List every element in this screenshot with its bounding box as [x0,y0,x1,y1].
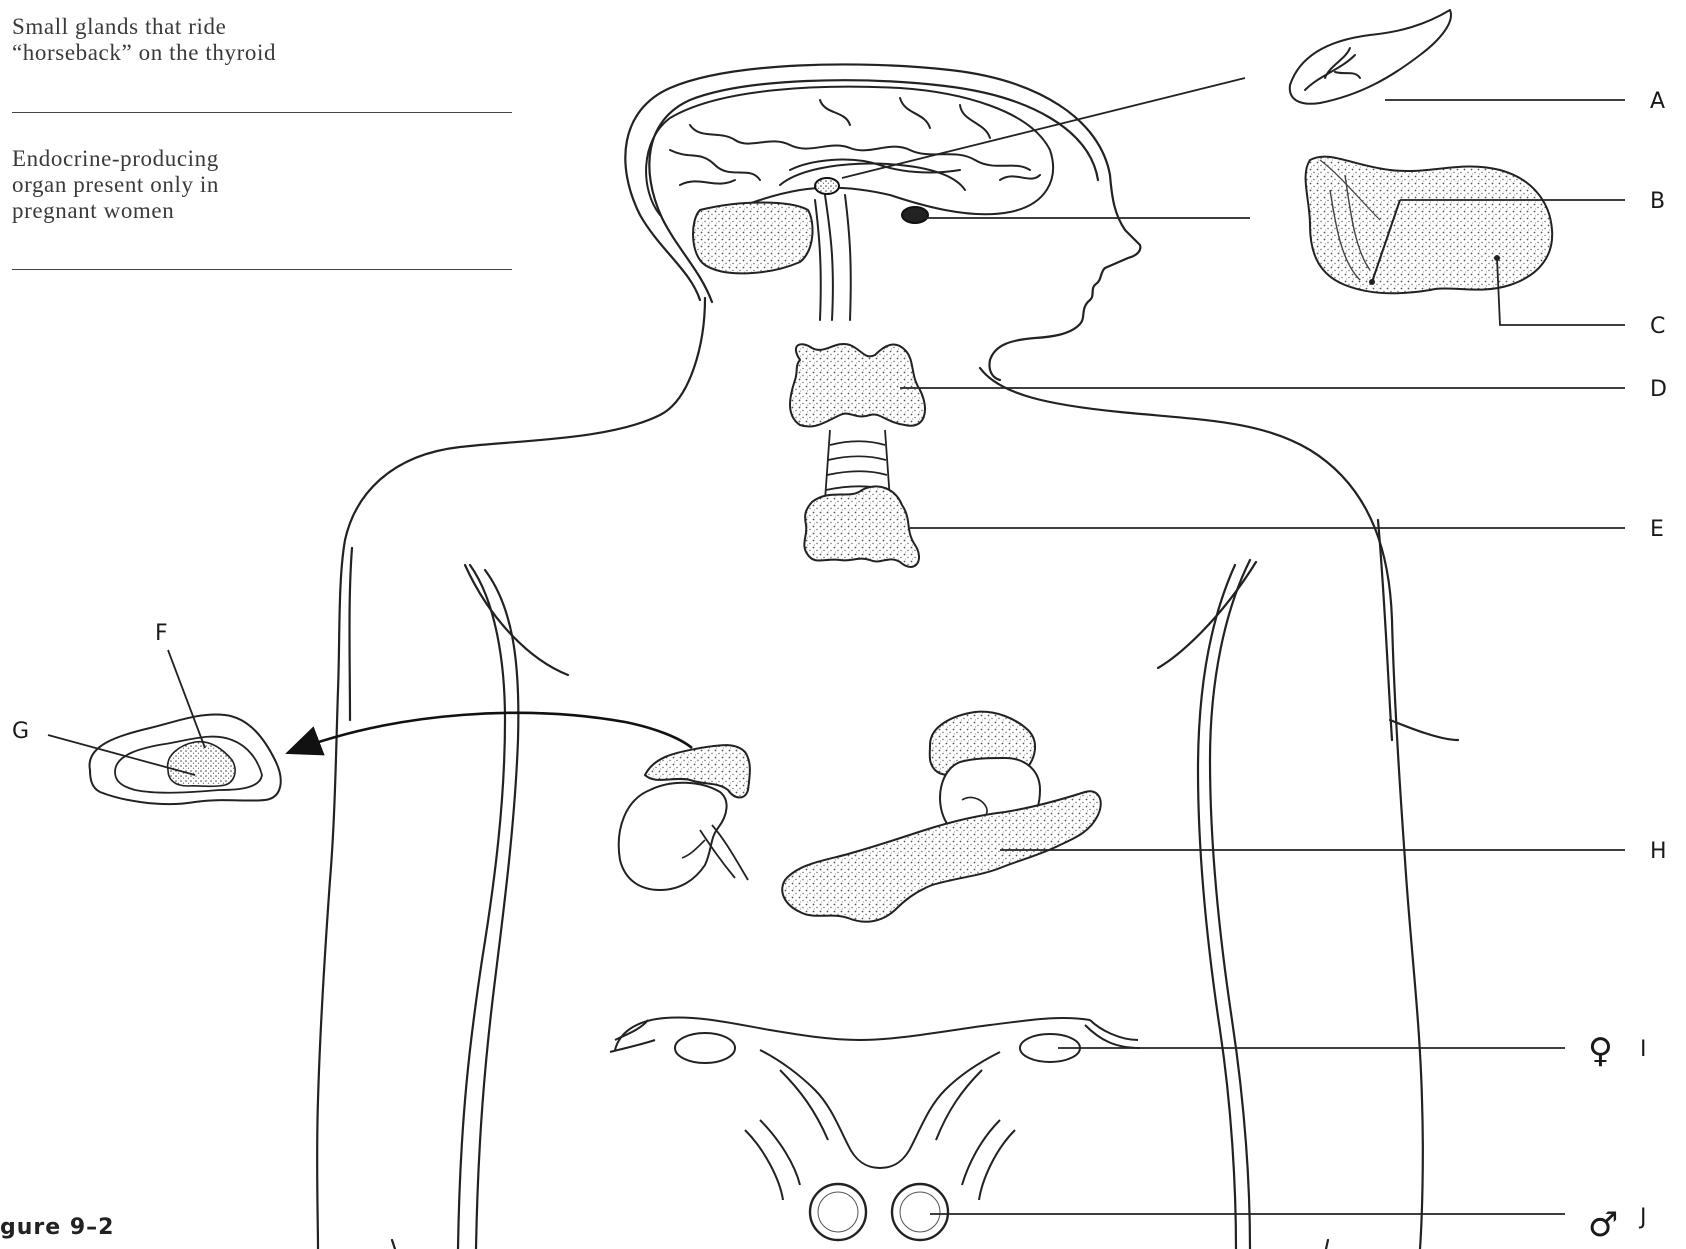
label-h: H [1650,839,1667,864]
leader-a-pineal [842,78,1245,178]
female-symbol-icon: ♀ [1588,1031,1613,1071]
right-arm-inner [1210,560,1250,1249]
brainstem [825,195,833,320]
label-b: B [1650,189,1665,214]
detail-a [1290,10,1451,104]
thymus-gland [804,486,919,566]
brain [646,87,1053,320]
right-shoulder-inner [1378,520,1392,740]
label-j: J [1638,1205,1647,1230]
label-a: A [1650,89,1665,114]
label-i: I [1640,1037,1647,1062]
left-shoulder-inner [350,548,353,720]
label-d: D [1650,377,1667,402]
label-c: C [1650,314,1665,339]
detail-pituitary [1306,157,1553,294]
left-trunk [392,1240,395,1249]
label-g: G [12,719,29,744]
cerebellum [693,203,812,274]
thyroid-gland [790,344,925,427]
corpus-callosum [780,164,965,190]
pituitary-gland [902,207,928,223]
body-outline [317,64,1458,1249]
label-f: F [155,621,168,646]
left-arm-inner-2 [476,570,518,1249]
male-symbol-icon: ♂ [1588,1205,1618,1245]
right-trunk [1326,1240,1328,1249]
brain-outline [646,87,1053,215]
label-e: E [1650,517,1664,542]
pineal-gland [815,178,839,194]
left-ovary [675,1033,735,1063]
left-kidney [619,783,727,890]
left-arm-inner [458,565,505,1249]
right-elbow-mark [1390,720,1458,740]
adrenal-detail [90,714,281,804]
